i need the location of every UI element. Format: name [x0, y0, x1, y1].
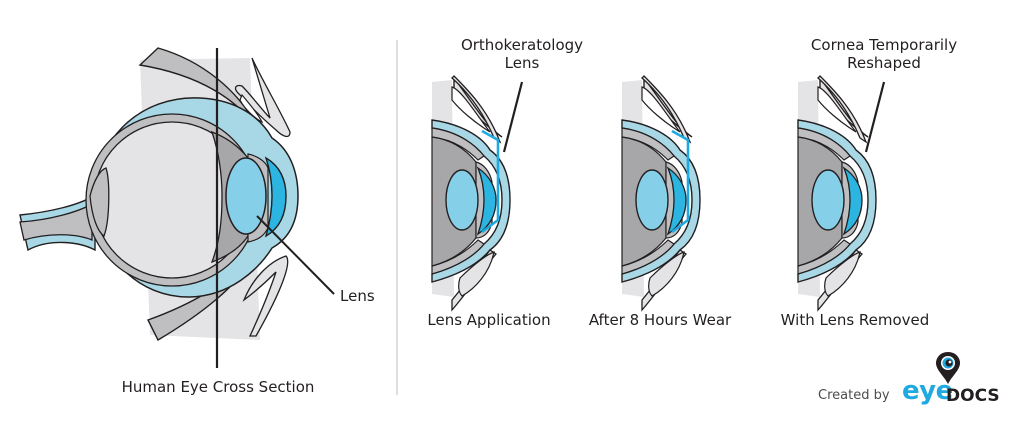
cornea-callout-line1: Cornea Temporarily: [810, 36, 958, 54]
ortho-lens-callout-line1: Orthokeratology: [460, 36, 584, 54]
main-diagram-title: Human Eye Cross Section: [121, 378, 315, 396]
optic-disc: [89, 167, 110, 237]
lower-lid-fold: [242, 255, 289, 337]
orthokeratology-lens: [481, 129, 500, 234]
eyedocs-logo-pin-icon: [936, 352, 960, 384]
stage-lens-removed-diagram: [797, 75, 877, 311]
human-eye-cross-section: [19, 47, 335, 368]
ortho-lens-callout-line2: Lens: [504, 54, 540, 72]
stage-lens-application-diagram: [431, 75, 511, 311]
stage-after-8-hours-diagram: [621, 75, 701, 311]
brand-eye-text: eye: [902, 376, 953, 406]
orthokeratology-lens: [671, 129, 690, 234]
stage-label-lens-application: Lens Application: [427, 311, 551, 329]
lens-callout-label: Lens: [340, 287, 375, 305]
credit-prefix: Created by: [818, 388, 890, 403]
cornea-callout-line2: Reshaped: [847, 54, 921, 72]
ortho-lens-callout-line: [502, 81, 524, 153]
stage-label-lens-removed: With Lens Removed: [780, 311, 930, 329]
lens-callout-line: [256, 215, 335, 295]
cornea-reshaped-callout-line: [864, 81, 886, 153]
stage-label-after-8-hours: After 8 Hours Wear: [588, 311, 732, 329]
cornea: [264, 156, 287, 238]
optic-nerve: [19, 202, 93, 241]
upper-lid-fold: [234, 57, 291, 138]
crystalline-lens: [225, 157, 267, 235]
brand-docs-text: DOCS: [946, 386, 1000, 406]
